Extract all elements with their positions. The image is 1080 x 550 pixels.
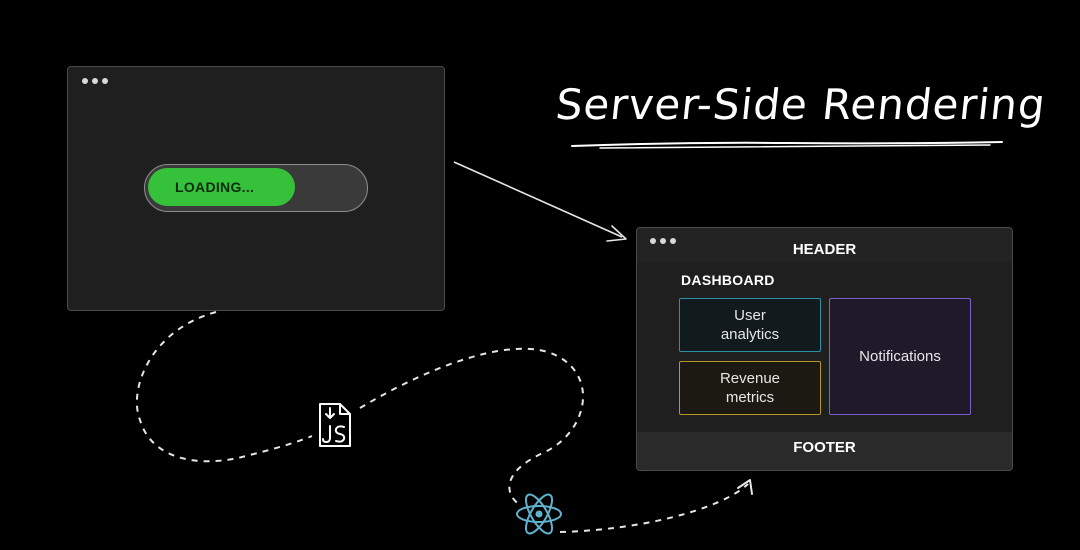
notifications-card: Notifications xyxy=(829,298,971,415)
notifications-label: Notifications xyxy=(859,348,941,365)
user-analytics-label: User analytics xyxy=(720,307,780,343)
react-icon xyxy=(516,493,562,535)
dashed-path-3 xyxy=(559,483,749,533)
window-dot xyxy=(102,78,108,84)
window-dot xyxy=(92,78,98,84)
window-dot xyxy=(670,238,676,244)
js-file-download-icon xyxy=(319,403,351,447)
loading-window: LOADING... xyxy=(67,66,445,311)
dashboard-title: DASHBOARD xyxy=(681,272,775,288)
loading-progress-bar: LOADING... xyxy=(144,164,368,212)
arrow-head xyxy=(606,225,627,242)
window-dot xyxy=(650,238,656,244)
revenue-metrics-label: Revenue metrics xyxy=(719,370,781,406)
dashboard-header xyxy=(637,228,1012,262)
revenue-metrics-card: Revenue metrics xyxy=(679,361,821,415)
dashed-arrow-head xyxy=(737,479,753,495)
window-controls xyxy=(650,238,676,244)
loading-label: LOADING... xyxy=(175,179,255,195)
arrow-line xyxy=(453,161,623,238)
dashed-path-2 xyxy=(359,347,585,506)
loading-progress-fill xyxy=(148,168,295,206)
user-analytics-card: User analytics xyxy=(679,298,821,352)
window-controls xyxy=(82,78,108,84)
header-label: HEADER xyxy=(792,241,857,258)
window-dot xyxy=(82,78,88,84)
dashboard-window: HEADER DASHBOARD User analytics Revenue … xyxy=(636,227,1013,471)
footer-label: FOOTER xyxy=(793,439,856,456)
dashboard-footer: FOOTER xyxy=(637,432,1012,470)
dashed-path xyxy=(135,311,313,463)
window-dot xyxy=(660,238,666,244)
title-underline xyxy=(571,141,1003,149)
